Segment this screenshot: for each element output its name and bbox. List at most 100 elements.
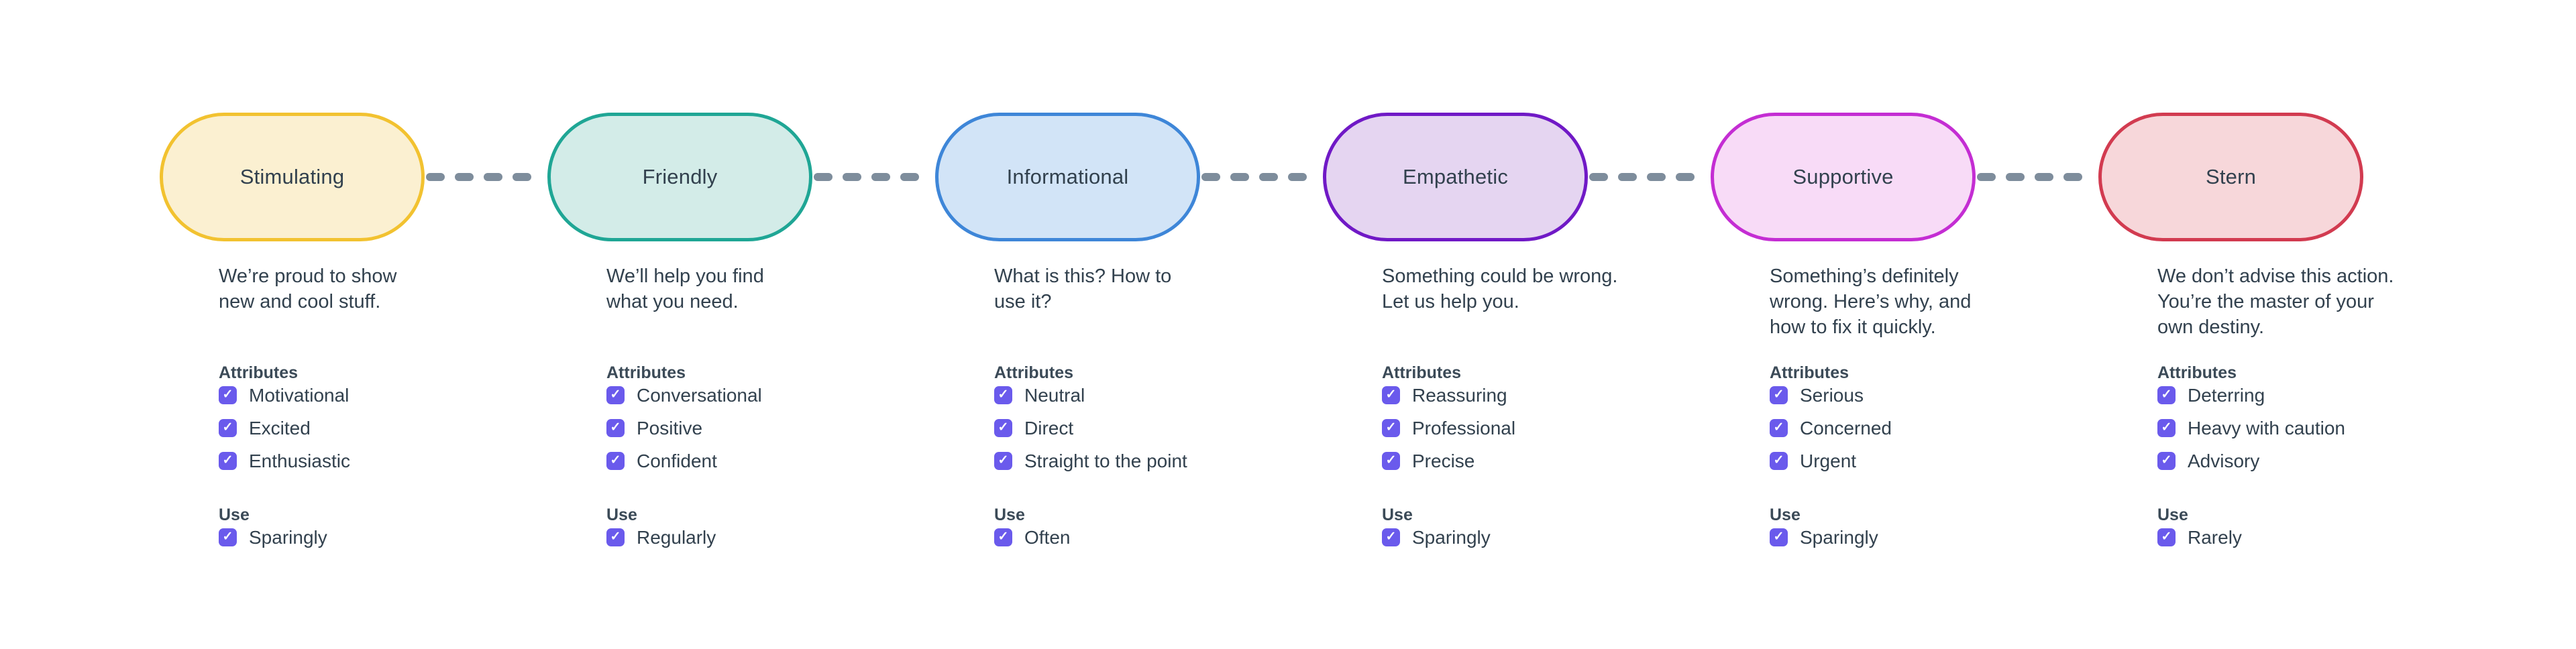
checkbox-checked[interactable]: ✓ (1382, 419, 1400, 437)
node-title: Stern (2205, 165, 2257, 188)
check-icon: ✓ (610, 530, 621, 544)
attribute-item: ✓ Reassuring (1382, 384, 1697, 406)
node-title: Informational (1006, 165, 1129, 188)
checkbox-checked[interactable]: ✓ (2157, 528, 2176, 546)
use-heading: Use (219, 506, 250, 524)
attribute-label: Confident (637, 450, 717, 471)
checkbox-checked[interactable]: ✓ (219, 452, 237, 470)
attribute-label: Precise (1412, 450, 1475, 471)
use-heading: Use (994, 506, 1025, 524)
tone-column-stimulating: Stimulating We’re proud to show new and … (160, 0, 547, 548)
checkbox-checked[interactable]: ✓ (219, 386, 237, 404)
attributes-heading: Attributes (1382, 363, 1462, 382)
attribute-label: Heavy with caution (2188, 417, 2346, 438)
use-heading: Use (1382, 506, 1413, 524)
checkbox-checked[interactable]: ✓ (1382, 386, 1400, 404)
tone-column-friendly: Friendly We’ll help you find what you ne… (547, 0, 935, 548)
use-item: ✓ Sparingly (1382, 527, 1697, 548)
check-icon: ✓ (610, 388, 621, 402)
attribute-label: Deterring (2188, 384, 2265, 406)
checkbox-checked[interactable]: ✓ (606, 386, 625, 404)
attribute-label: Enthusiastic (249, 450, 350, 471)
node-description: Something’s definitely wrong. Here’s why… (1770, 266, 1972, 338)
checkbox-checked[interactable]: ✓ (219, 419, 237, 437)
node-pill-friendly: Friendly (547, 113, 812, 241)
attribute-label: Straight to the point (1024, 450, 1187, 471)
check-icon: ✓ (610, 420, 621, 434)
attribute-item: ✓ Heavy with caution (2157, 417, 2473, 438)
checkbox-checked[interactable]: ✓ (1382, 528, 1400, 546)
checkbox-checked[interactable]: ✓ (994, 419, 1012, 437)
attribute-item: ✓ Direct (994, 417, 1309, 438)
checkbox-checked[interactable]: ✓ (1770, 386, 1788, 404)
checkbox-checked[interactable]: ✓ (1770, 528, 1788, 546)
check-icon: ✓ (1773, 388, 1784, 402)
checkbox-checked[interactable]: ✓ (606, 528, 625, 546)
check-icon: ✓ (222, 388, 233, 402)
attributes-heading: Attributes (994, 363, 1074, 382)
attribute-item: ✓ Excited (219, 417, 534, 438)
node-pill-stimulating: Stimulating (160, 113, 425, 241)
attribute-label: Serious (1800, 384, 1864, 406)
node-details: What is this? How to use it? Attributes … (994, 263, 1309, 548)
checkbox-checked[interactable]: ✓ (219, 528, 237, 546)
check-icon: ✓ (1385, 530, 1397, 544)
check-icon: ✓ (2161, 388, 2172, 402)
checkbox-checked[interactable]: ✓ (1770, 419, 1788, 437)
check-icon: ✓ (222, 453, 233, 467)
checkbox-checked[interactable]: ✓ (994, 386, 1012, 404)
node-details: We’re proud to show new and cool stuff. … (219, 263, 534, 548)
attribute-item: ✓ Urgent (1770, 451, 2085, 471)
connector-dashed-line (1977, 173, 2097, 181)
node-description: We’re proud to show new and cool stuff. (219, 266, 397, 312)
attribute-item: ✓ Serious (1770, 384, 2085, 406)
node-description: We’ll help you find what you need. (606, 266, 764, 312)
attribute-label: Professional (1412, 417, 1516, 438)
check-icon: ✓ (1385, 420, 1397, 434)
attribute-label: Excited (249, 417, 311, 438)
checkbox-checked[interactable]: ✓ (1382, 452, 1400, 470)
checkbox-checked[interactable]: ✓ (2157, 419, 2176, 437)
tone-columns: Stimulating We’re proud to show new and … (160, 0, 2486, 548)
check-icon: ✓ (1773, 420, 1784, 434)
check-icon: ✓ (1773, 530, 1784, 544)
tone-column-stern: Stern We don’t advise this action. You’r… (2098, 0, 2486, 548)
tone-column-supportive: Supportive Something’s definitely wrong.… (1711, 0, 2098, 548)
check-icon: ✓ (998, 453, 1009, 467)
node-title: Stimulating (239, 165, 345, 188)
attribute-item: ✓ Straight to the point (994, 450, 1309, 471)
checkbox-checked[interactable]: ✓ (1770, 452, 1788, 470)
checkbox-checked[interactable]: ✓ (994, 452, 1012, 470)
check-icon: ✓ (998, 530, 1009, 544)
attributes-heading: Attributes (219, 363, 299, 382)
attribute-item: ✓ Advisory (2157, 450, 2473, 471)
attribute-label: Reassuring (1412, 384, 1507, 406)
checkbox-checked[interactable]: ✓ (606, 419, 625, 437)
checkbox-checked[interactable]: ✓ (2157, 452, 2176, 470)
check-icon: ✓ (1385, 453, 1397, 467)
attribute-item: ✓ Neutral (994, 385, 1309, 406)
check-icon: ✓ (222, 530, 233, 544)
attribute-label: Conversational (637, 384, 762, 406)
node-details: We’ll help you find what you need. Attri… (606, 263, 922, 548)
check-icon: ✓ (2161, 420, 2172, 434)
use-item: ✓ Regularly (606, 526, 922, 548)
checkbox-checked[interactable]: ✓ (2157, 386, 2176, 404)
checkbox-checked[interactable]: ✓ (606, 452, 625, 470)
use-label: Regularly (637, 526, 716, 548)
attribute-label: Direct (1024, 417, 1074, 438)
attribute-label: Advisory (2188, 450, 2260, 471)
use-item: ✓ Often (994, 527, 1309, 548)
connector-dashed-line (1201, 173, 1322, 181)
checkbox-checked[interactable]: ✓ (994, 528, 1012, 546)
use-item: ✓ Sparingly (219, 527, 534, 548)
node-pill-stern: Stern (2098, 113, 2363, 241)
use-label: Rarely (2188, 526, 2242, 548)
connector-dashed-line (814, 173, 934, 181)
attribute-item: ✓ Concerned (1770, 418, 2085, 438)
node-title: Friendly (642, 165, 718, 188)
attribute-item: ✓ Motivational (219, 385, 534, 406)
attribute-item: ✓ Positive (606, 418, 922, 438)
use-item: ✓ Sparingly (1770, 527, 2085, 548)
